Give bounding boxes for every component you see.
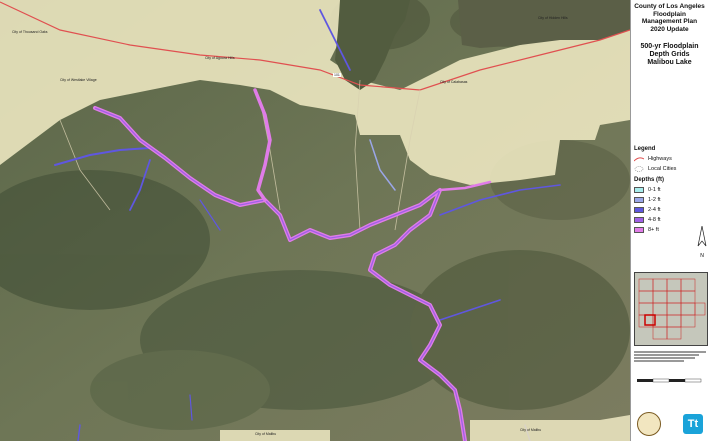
map-title-line-1: 500-yr Floodplain <box>640 43 699 50</box>
county-seal-logo <box>637 412 661 436</box>
legend-local-cities: Local Cities <box>631 164 708 174</box>
depth-label: 4-8 ft <box>648 217 661 223</box>
legend-depths-title: Depths (ft) <box>634 177 664 183</box>
depth-label: 8+ ft <box>648 227 659 233</box>
main-floodplain-channel-core <box>94 107 466 441</box>
highway-101 <box>0 1 630 91</box>
map-title-line-3: Malibou Lake <box>647 59 692 66</box>
legend-local-cities-label: Local Cities <box>648 166 677 172</box>
legend-depth-row: 8+ ft <box>631 225 708 235</box>
index-map-grid <box>635 273 707 345</box>
legend-title: Legend <box>634 146 656 152</box>
floodplain-streams <box>54 9 561 441</box>
sidebar-spacer <box>631 67 708 141</box>
agency-line-3: Management Plan <box>641 18 698 25</box>
agency-line-4: 2020 Update <box>650 25 689 33</box>
legend-depth-row: 0-1 ft <box>631 185 708 195</box>
north-tributary-channel <box>253 88 272 202</box>
legend-highways-label: Highways <box>648 156 672 162</box>
scale-bar <box>637 372 703 383</box>
city-overlay-southeast <box>470 415 630 441</box>
label-agoura-hills: City of Agoura Hills <box>205 56 235 60</box>
mountains-northeast <box>458 0 630 48</box>
label-westlake-village: City of Westlake Village <box>60 78 97 82</box>
north-arrow-icon <box>697 225 707 247</box>
depth-swatch <box>634 217 644 223</box>
city-overlay-south <box>220 430 330 441</box>
north-arrow-label: N <box>700 253 704 259</box>
legend-depth-list: 0-1 ft 1-2 ft 2-4 ft 4-8 ft 8+ ft <box>631 185 708 235</box>
legend-depth-row: 1-2 ft <box>631 195 708 205</box>
depth-label: 2-4 ft <box>648 207 661 213</box>
depth-swatch <box>634 227 644 233</box>
label-calabasas: City of Calabasas <box>440 80 468 84</box>
city-outline-icon <box>634 166 644 172</box>
east-tributary-channel <box>438 180 492 192</box>
depth-label: 1-2 ft <box>648 197 661 203</box>
highway-line-icon <box>634 157 644 162</box>
legend-depth-row: 2-4 ft <box>631 205 708 215</box>
depth-label: 0-1 ft <box>648 187 661 193</box>
city-overlay-north <box>0 0 630 185</box>
map-title: 500-yr Floodplain Depth Grids Malibou La… <box>631 43 708 67</box>
map-frame[interactable]: City of Thousand Oaks City of Westlake V… <box>0 0 630 441</box>
disclaimer-lines <box>631 351 708 362</box>
index-map <box>634 272 708 346</box>
north-arrow: N <box>697 225 707 259</box>
agency-line-2: Floodplain <box>653 10 686 18</box>
mountains-north <box>335 0 410 90</box>
label-malibu-bottom: City of Malibu <box>255 432 277 436</box>
depth-swatch <box>634 197 644 203</box>
tetra-tech-logo: Tt <box>683 414 703 434</box>
legend-depth-row: 4-8 ft <box>631 215 708 225</box>
map-sidebar: County of Los Angeles Floodplain Managem… <box>630 0 708 441</box>
agency-line-1: County of Los Angeles <box>634 3 705 10</box>
depth-swatch <box>634 207 644 213</box>
label-hidden-hills: City of Hidden Hills <box>538 16 568 20</box>
label-thousand-oaks: City of Thousand Oaks <box>12 30 48 34</box>
depth-swatch <box>634 187 644 193</box>
agency-title: County of Los Angeles Floodplain Managem… <box>631 0 708 33</box>
legend-highways: Highways <box>631 154 708 164</box>
disclaimer-block <box>631 350 708 363</box>
route-shield: 101 <box>333 73 341 77</box>
map-title-line-2: Depth Grids <box>649 51 690 58</box>
aerial-map[interactable] <box>0 0 630 441</box>
index-highlight <box>644 314 656 326</box>
scale-bar-graphic <box>637 378 702 383</box>
label-malibu-right: City of Malibu <box>520 428 542 432</box>
